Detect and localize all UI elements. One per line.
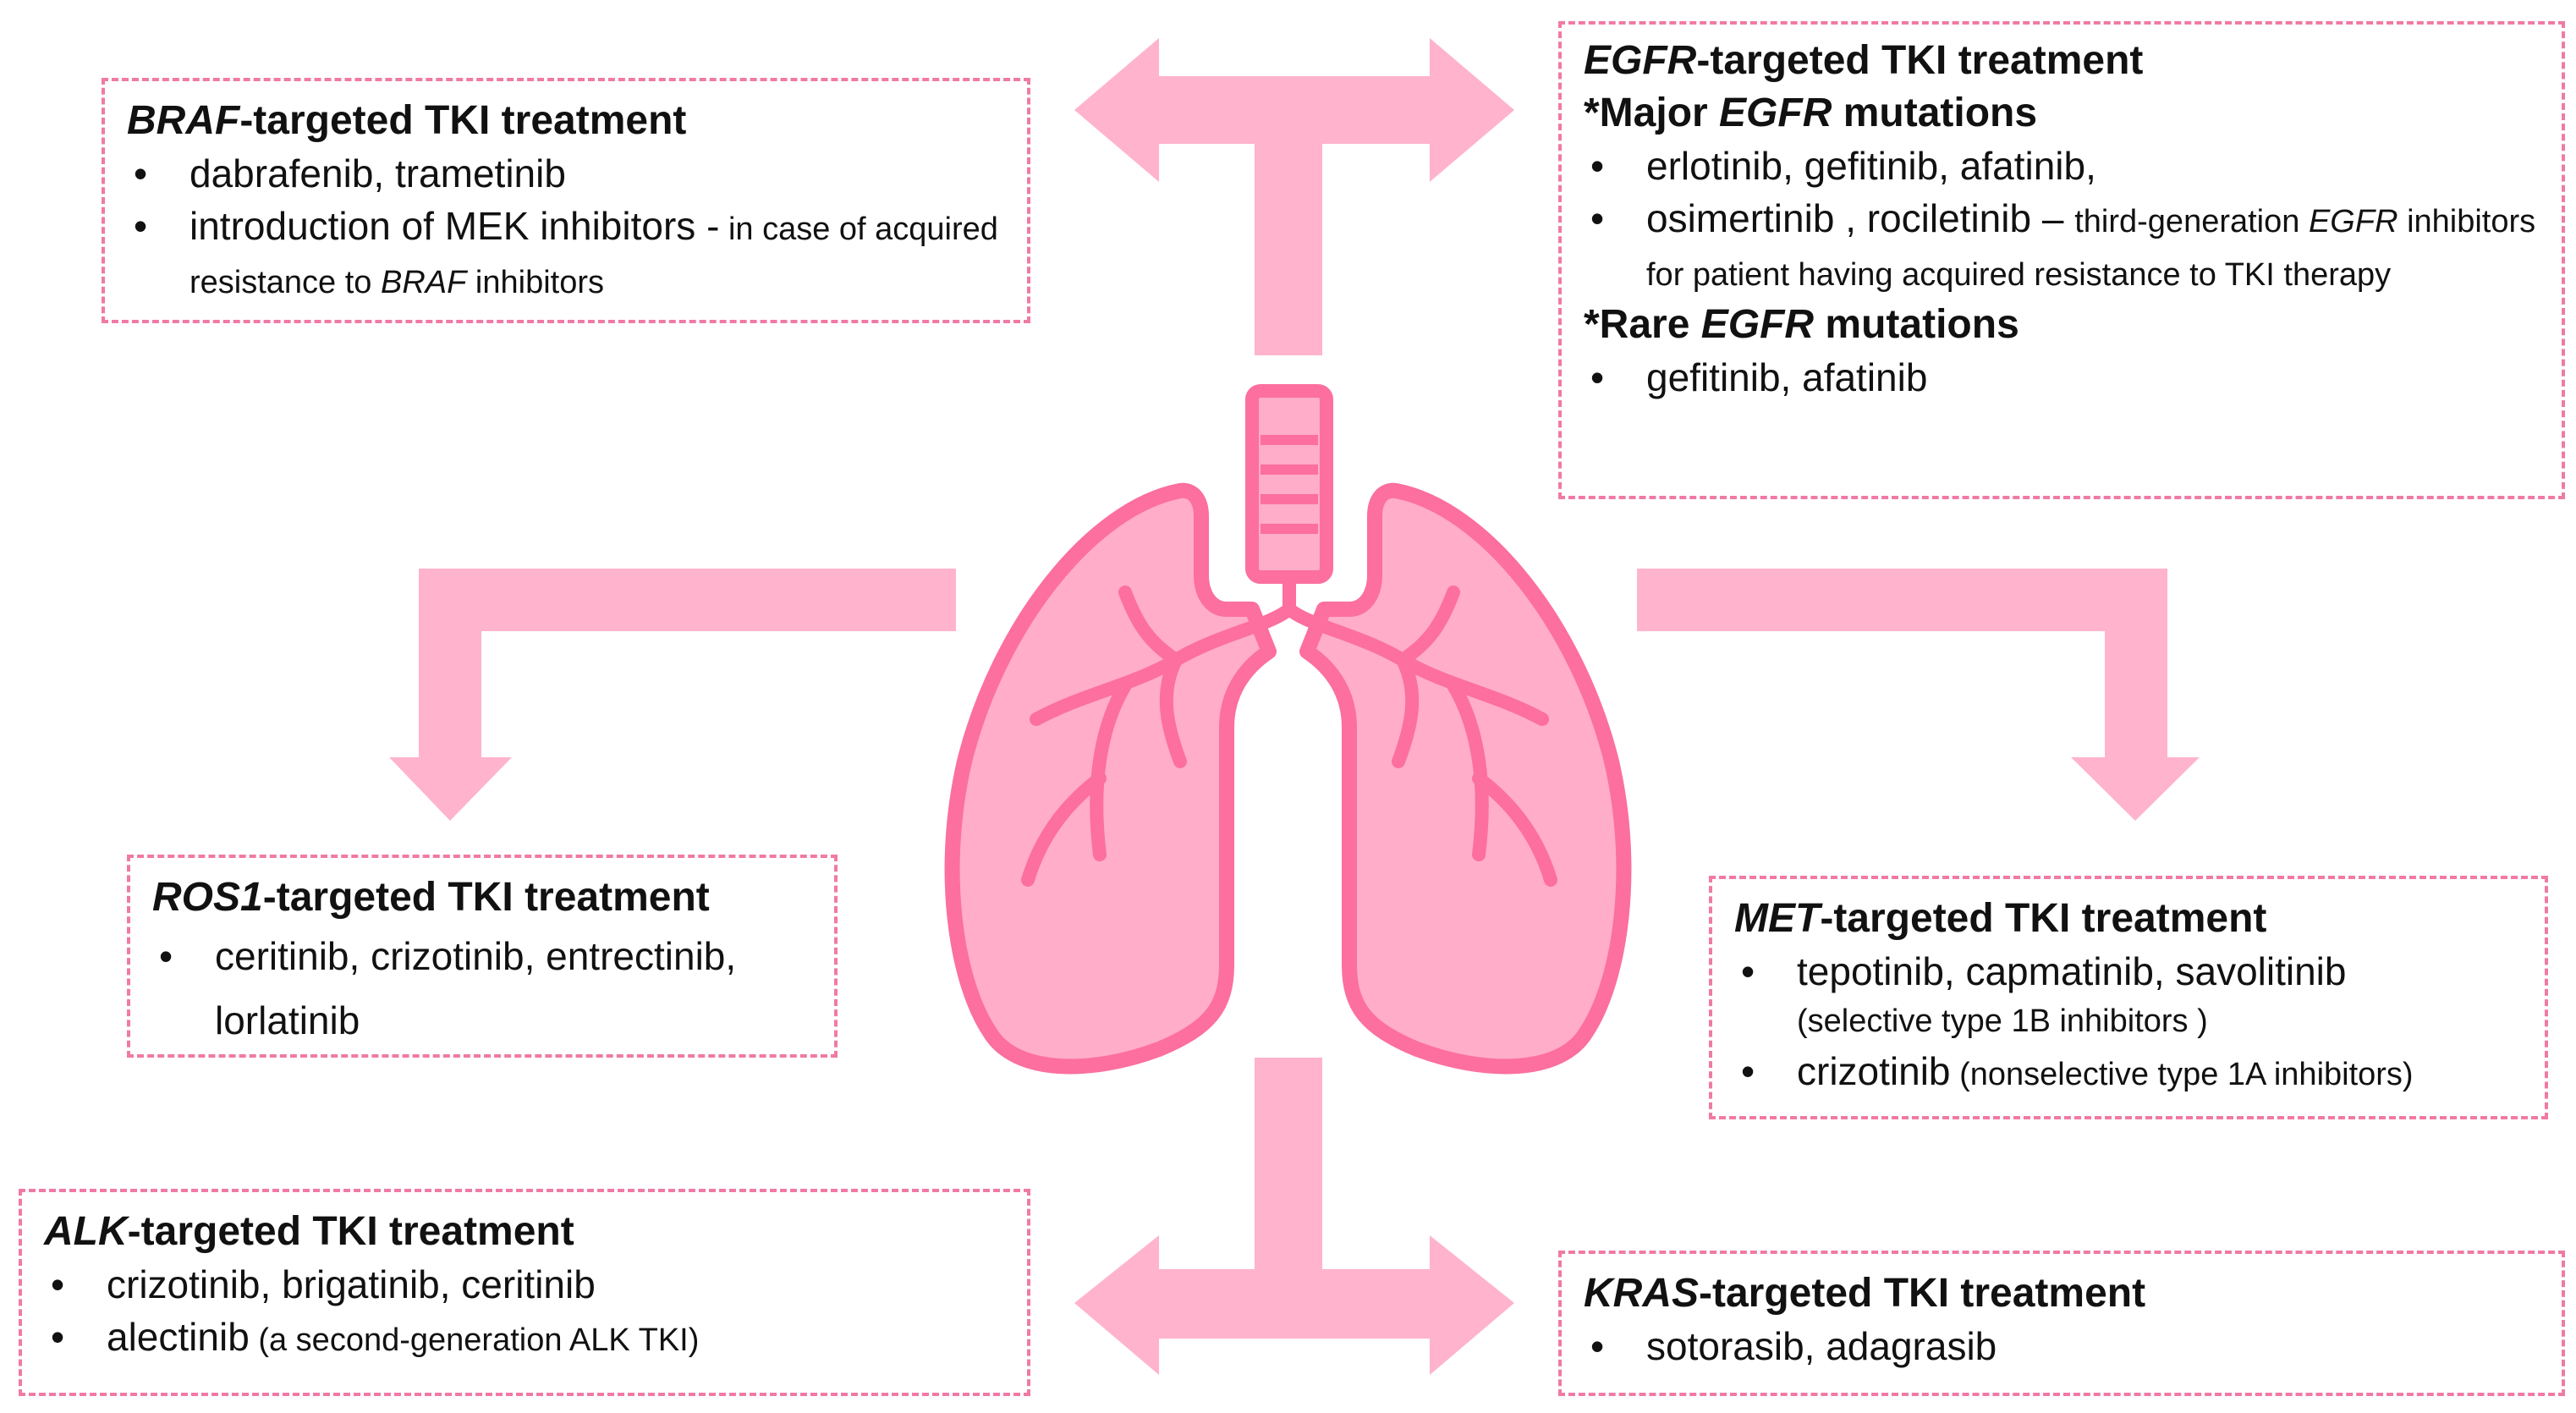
braf-item-2-lead: introduction of MEK inhibitors - (189, 204, 720, 248)
ros1-box: ROS1-targeted TKI treatment ceritinib, c… (127, 855, 838, 1058)
egfr-rare-pre: *Rare (1584, 302, 1701, 347)
arrow-icon (389, 757, 512, 821)
lung-icon (944, 384, 1632, 1075)
kras-title-rest: -targeted TKI treatment (1699, 1271, 2146, 1316)
met-box: MET-targeted TKI treatment tepotinib, ca… (1709, 876, 2548, 1119)
egfr-major-pre: *Major (1584, 91, 1720, 135)
alk-box: ALK-targeted TKI treatment crizotinib, b… (19, 1189, 1030, 1396)
braf-item-2-note-b: inhibitors (466, 265, 604, 300)
alk-title-rest: -targeted TKI treatment (127, 1209, 574, 1254)
arrow-left-elbow (389, 569, 956, 821)
braf-item-1: dabrafenib, trametinib (127, 147, 1005, 200)
alk-item-2: alectinib (a second-generation ALK TKI) (44, 1311, 1005, 1364)
egfr-rare-heading: *Rare EGFR mutations (1584, 299, 2540, 351)
egfr-item-2-note-b: inhibitors for patient having acquired r… (1646, 204, 2536, 293)
egfr-item-2-dash: – (2031, 196, 2075, 240)
alk-title: ALK-targeted TKI treatment (44, 1206, 1005, 1258)
ros1-item-1: ceritinib, crizotinib, entrectinib, lorl… (152, 924, 812, 1053)
kras-box: KRAS-targeted TKI treatment sotorasib, a… (1558, 1251, 2565, 1396)
egfr-item-3: gefitinib, afatinib (1584, 351, 2540, 404)
met-item-1-lead: tepotinib, capmatinib, savolitinib (1797, 949, 2347, 993)
met-item-2-note: (nonselective type 1A inhibitors) (1950, 1057, 2414, 1092)
egfr-title: EGFR-targeted TKI treatment (1584, 35, 2540, 87)
kras-gene: KRAS (1584, 1271, 1700, 1316)
met-gene: MET (1734, 896, 1821, 941)
braf-gene: BRAF (127, 98, 240, 143)
met-item-1: tepotinib, capmatinib, savolitinib (selec… (1734, 945, 2523, 1045)
braf-list: dabrafenib, trametinib introduction of M… (127, 147, 1005, 306)
egfr-item-2-lead: osimertinib , rociletinib (1646, 196, 2032, 240)
met-item-2: crizotinib (nonselective type 1A inhibit… (1734, 1045, 2523, 1098)
met-list: tepotinib, capmatinib, savolitinib (selec… (1734, 945, 2523, 1098)
egfr-major-gene: EGFR (1719, 91, 1832, 135)
alk-list: crizotinib, brigatinib, ceritinib alecti… (44, 1258, 1005, 1364)
braf-item-2-note-a: in case of acquired resistance to (189, 212, 998, 300)
egfr-title-rest: -targeted TKI treatment (1696, 38, 2144, 83)
braf-title: BRAF-targeted TKI treatment (127, 95, 1005, 147)
egfr-item-2: osimertinib , rociletinib – third-genera… (1584, 192, 2540, 299)
braf-box: BRAF-targeted TKI treatment dabrafenib, … (102, 78, 1030, 323)
arrow-bottom-double (1074, 1058, 1514, 1375)
alk-item-1: crizotinib, brigatinib, ceritinib (44, 1258, 1005, 1311)
alk-item-2-note: (a second-generation ALK TKI) (249, 1322, 700, 1358)
ros1-title-rest: -targeted TKI treatment (262, 875, 710, 920)
met-title-rest: -targeted TKI treatment (1820, 896, 2267, 941)
met-item-1-note: (selective type 1B inhibitors ) (1797, 1003, 2208, 1039)
egfr-item-2-note-gene: EGFR (2308, 204, 2398, 239)
egfr-major-post: mutations (1832, 91, 2038, 135)
ros1-gene: ROS1 (152, 875, 263, 920)
egfr-item-1: erlotinib, gefitinib, afatinib, (1584, 140, 2540, 192)
met-item-2-lead: crizotinib (1797, 1049, 1951, 1093)
arrow-top-double (1074, 38, 1514, 355)
braf-title-rest: -targeted TKI treatment (239, 98, 687, 143)
egfr-gene: EGFR (1584, 38, 1697, 83)
braf-item-2-note-gene: BRAF (381, 265, 467, 300)
egfr-rare-list: gefitinib, afatinib (1584, 351, 2540, 404)
egfr-box: EGFR-targeted TKI treatment *Major EGFR … (1558, 21, 2565, 499)
egfr-major-list: erlotinib, gefitinib, afatinib, osimerti… (1584, 140, 2540, 299)
arrow-icon (1074, 38, 1514, 182)
alk-item-2-lead: alectinib (107, 1315, 250, 1359)
kras-list: sotorasib, adagrasib (1584, 1320, 2540, 1372)
kras-item-1: sotorasib, adagrasib (1584, 1320, 2540, 1372)
braf-item-2: introduction of MEK inhibitors - in case… (127, 200, 1005, 306)
arrow-icon (1074, 1235, 1514, 1375)
arrow-icon (2071, 757, 2200, 821)
egfr-item-2-note-a: third-generation (2074, 204, 2309, 239)
arrow-right-elbow (1637, 569, 2200, 821)
egfr-rare-gene: EGFR (1700, 302, 1815, 347)
egfr-rare-post: mutations (1814, 302, 2019, 347)
alk-gene: ALK (44, 1209, 128, 1254)
kras-title: KRAS-targeted TKI treatment (1584, 1267, 2540, 1320)
ros1-list: ceritinib, crizotinib, entrectinib, lorl… (152, 924, 812, 1053)
egfr-major-heading: *Major EGFR mutations (1584, 87, 2540, 140)
ros1-title: ROS1-targeted TKI treatment (152, 871, 812, 924)
met-title: MET-targeted TKI treatment (1734, 893, 2523, 945)
